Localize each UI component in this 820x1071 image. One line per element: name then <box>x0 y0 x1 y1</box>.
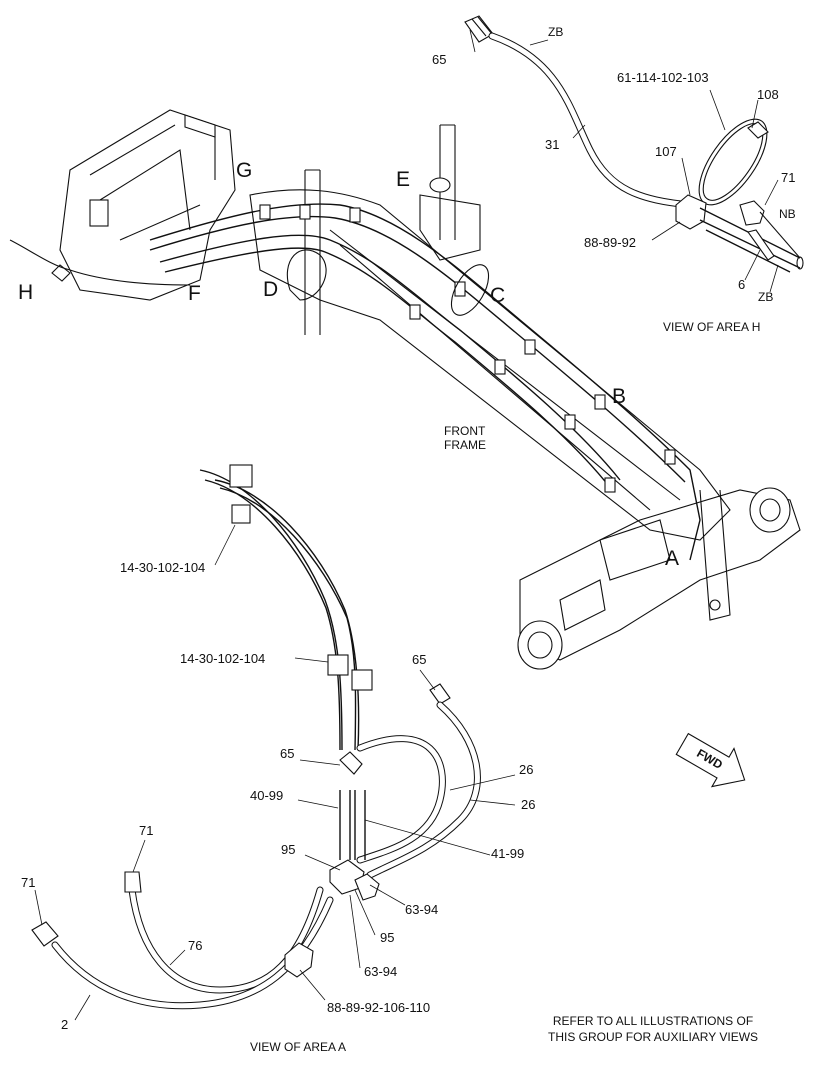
label-76: 76 <box>188 938 203 953</box>
label-95-left: 95 <box>281 842 296 857</box>
component-e <box>429 177 451 193</box>
tube-upper-2 <box>214 479 360 751</box>
label-63-94-right: 63-94 <box>405 902 439 917</box>
fitting-71-a1 <box>124 871 142 893</box>
label-6: 6 <box>738 277 746 292</box>
rear-bracket <box>59 109 236 301</box>
label-71-a-left: 71 <box>21 875 36 890</box>
label-14-30-102-104-upper: 14-30-102-104 <box>120 560 206 575</box>
view-a-title: VIEW OF AREA A <box>250 1040 347 1054</box>
label-14-30-102-104-lower: 14-30-102-104 <box>180 651 266 666</box>
label-31: 31 <box>545 137 560 152</box>
front-frame-assembly <box>9 109 801 670</box>
label-63-94-lower: 63-94 <box>364 964 398 979</box>
front-frame-label: FRONT FRAME <box>444 424 486 452</box>
harness-lower <box>159 234 621 481</box>
label-71-h: 71 <box>781 170 796 185</box>
area-letter-g: G <box>236 159 253 182</box>
clamp-c <box>450 264 490 316</box>
footer-note: REFER TO ALL ILLUSTRATIONS OF THIS GROUP… <box>548 1014 759 1044</box>
label-107: 107 <box>655 144 677 159</box>
label-61-114-102-103: 61-114-102-103 <box>617 70 709 85</box>
clamp-14-upper <box>229 464 253 488</box>
label-88-89-92-106-110: 88-89-92-106-110 <box>327 1000 431 1015</box>
tube-upper-1 <box>199 469 343 751</box>
label-65-a-left: 65 <box>280 746 295 761</box>
area-letter-a: A <box>665 547 680 570</box>
label-108: 108 <box>757 87 779 102</box>
label-zb-top: ZB <box>548 25 564 39</box>
fwd-arrow <box>675 732 746 788</box>
label-71-a-upper: 71 <box>139 823 154 838</box>
tubes-40-41 <box>339 790 366 860</box>
hose-31 <box>488 32 694 209</box>
clamp-14-lower <box>327 654 349 676</box>
area-letter-c: C <box>490 284 506 307</box>
fitting-65-a2 <box>429 683 451 705</box>
area-letter-e: E <box>396 168 411 191</box>
clamp-107 <box>675 194 707 230</box>
clamp-block-108 <box>747 121 769 139</box>
label-26-upper: 26 <box>519 762 534 777</box>
fitting-65-h <box>464 15 494 43</box>
label-2: 2 <box>61 1017 69 1032</box>
label-26-lower: 26 <box>521 797 536 812</box>
area-h-detail <box>464 15 804 293</box>
hose-76 <box>128 886 324 994</box>
fitting-71-a2 <box>31 921 59 947</box>
clamp-ring <box>698 118 768 206</box>
fitting-71-h <box>739 200 765 226</box>
loop-d <box>286 249 327 301</box>
area-letter-b: B <box>612 385 627 408</box>
clamp-88-a <box>284 942 314 978</box>
pin-6 <box>747 229 775 261</box>
tee-fitting-63 <box>354 873 380 901</box>
area-letter-f: F <box>188 282 201 305</box>
area-letter-h: H <box>18 281 34 304</box>
label-88-89-92: 88-89-92 <box>584 235 637 250</box>
fitting-65-a1 <box>339 751 363 775</box>
frame-beam <box>249 189 731 541</box>
label-65-a-right: 65 <box>412 652 427 667</box>
area-letter-d: D <box>263 278 279 301</box>
label-nb: NB <box>779 207 796 221</box>
label-95-right: 95 <box>380 930 395 945</box>
label-40-99: 40-99 <box>250 788 284 803</box>
label-41-99: 41-99 <box>491 846 525 861</box>
label-65-h: 65 <box>432 52 447 67</box>
view-h-title: VIEW OF AREA H <box>663 320 761 334</box>
area-a-detail <box>31 464 516 1021</box>
label-zb-bottom: ZB <box>758 290 774 304</box>
